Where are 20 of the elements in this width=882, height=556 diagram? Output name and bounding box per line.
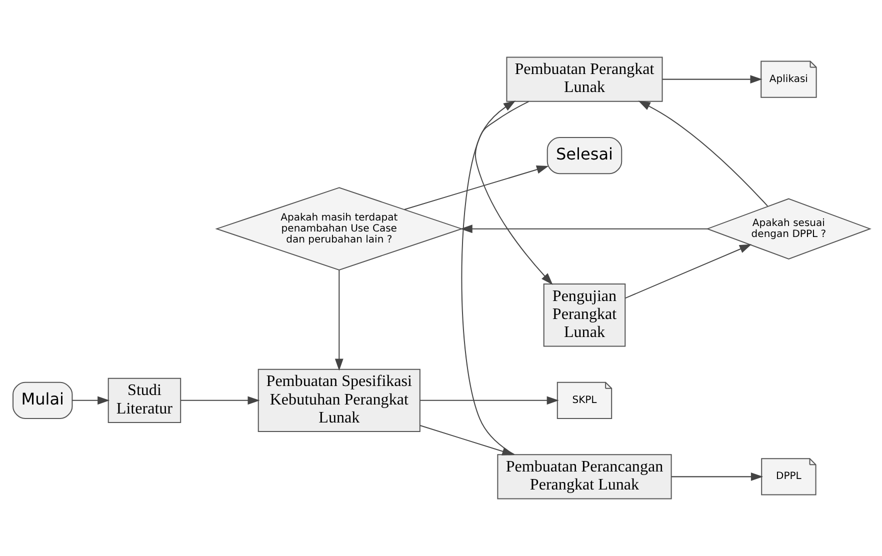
node-box: Pembuatan Perancangan Perangkat Lunak	[496, 454, 672, 500]
arrow	[72, 396, 110, 405]
arrow	[474, 101, 552, 285]
arrow	[624, 244, 752, 299]
node-box: Mulai	[12, 382, 72, 419]
arrow	[404, 165, 548, 210]
node-box: Studi Literatur	[107, 378, 181, 423]
arrow	[671, 472, 763, 481]
node-box: Selesai	[546, 137, 622, 174]
arrow	[334, 270, 343, 371]
arrow	[180, 396, 260, 405]
node-diamond: Apakah masih terdapat penambahan Use Case dan perubahan lain ?	[214, 187, 463, 270]
arrow	[638, 100, 768, 206]
node-box: Pengujian Perangkat Lunak	[542, 284, 626, 347]
node-diamond: Apakah sesuai dengan DPPL ?	[705, 198, 871, 260]
node-box: Pembuatan Perangkat Lunak	[506, 56, 662, 102]
arrow	[662, 75, 762, 84]
arrow	[460, 224, 707, 234]
arrow	[420, 396, 558, 405]
node-box: Pembuatan Spesifikasi Kebutuhan Perangkat Lunak	[257, 368, 420, 432]
